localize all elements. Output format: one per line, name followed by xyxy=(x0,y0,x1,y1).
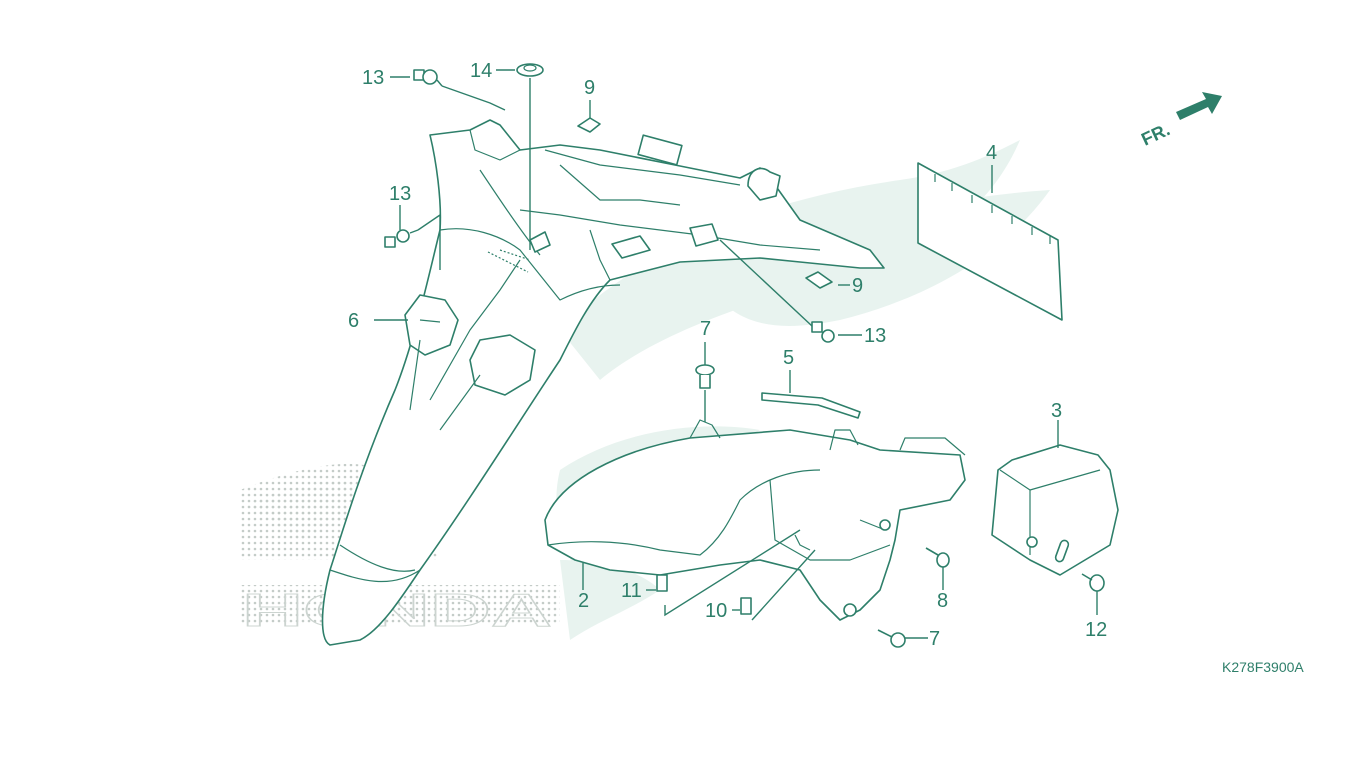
fasteners xyxy=(384,63,1105,648)
bolt-13-left[interactable] xyxy=(384,229,419,248)
callout-10: 10 xyxy=(705,600,727,622)
bolt-12[interactable] xyxy=(1081,573,1105,592)
grommet-14[interactable] xyxy=(516,63,544,77)
front-direction-arrow: FR. xyxy=(1138,92,1222,150)
bolt-13-top[interactable] xyxy=(413,69,443,87)
callout-3: 3 xyxy=(1051,400,1062,422)
callouts: 13 14 9 13 9 6 13 7 5 4 3 2 11 10 8 7 12 xyxy=(348,60,1107,650)
callout-6: 6 xyxy=(348,310,359,332)
callout-14: 14 xyxy=(470,60,492,82)
bolt-13-right[interactable] xyxy=(811,321,835,343)
direction-label: FR. xyxy=(1138,119,1173,149)
bolt-8[interactable] xyxy=(925,547,950,568)
leader-lines xyxy=(374,69,1098,639)
clip-9-top[interactable] xyxy=(577,117,601,133)
part-rear-fender-lower[interactable] xyxy=(544,419,966,621)
arrow-icon xyxy=(1176,92,1222,120)
clip-10[interactable] xyxy=(740,597,752,615)
clip-11[interactable] xyxy=(656,574,668,592)
callout-7: 7 xyxy=(700,318,711,340)
callout-4: 4 xyxy=(986,142,997,164)
callout-2: 2 xyxy=(578,590,589,612)
callout-9: 9 xyxy=(584,77,595,99)
callout-7: 7 xyxy=(929,628,940,650)
bolt-7-top[interactable] xyxy=(695,364,715,389)
callout-13: 13 xyxy=(864,325,886,347)
clip-9-right[interactable] xyxy=(805,271,833,289)
part-rubber-strip[interactable] xyxy=(761,392,861,419)
callout-13: 13 xyxy=(389,183,411,205)
callout-13: 13 xyxy=(362,67,384,89)
bolt-7-bottom[interactable] xyxy=(877,629,906,648)
part-cover[interactable] xyxy=(991,444,1119,576)
callout-8: 8 xyxy=(937,590,948,612)
callout-12: 12 xyxy=(1085,619,1107,641)
part-license-plate[interactable] xyxy=(917,162,1063,321)
diagram-code: K278F3900A xyxy=(1222,659,1304,675)
part-rear-fender-inner[interactable] xyxy=(321,119,885,646)
callout-11: 11 xyxy=(621,580,642,602)
callout-5: 5 xyxy=(783,347,794,369)
callout-9: 9 xyxy=(852,275,863,297)
